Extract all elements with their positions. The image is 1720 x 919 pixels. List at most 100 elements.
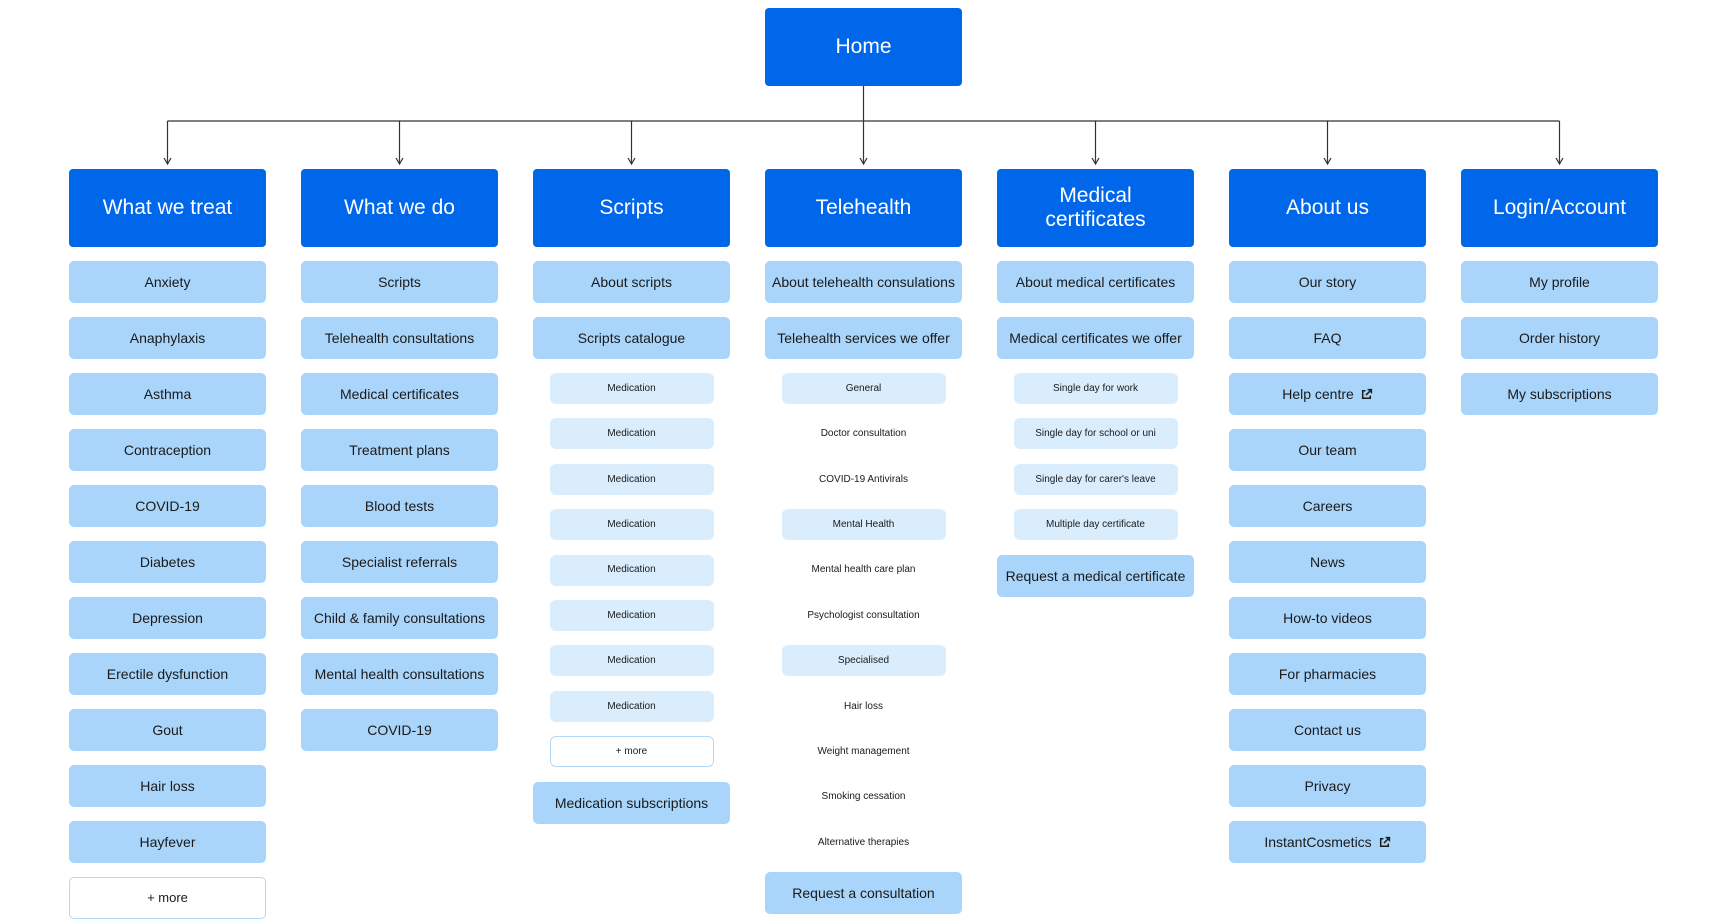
item-label: COVID-19 (135, 497, 200, 514)
sub-item-scripts[interactable]: Medication (549, 645, 714, 677)
sub-item-scripts[interactable]: Medication (549, 509, 714, 541)
nav-item-about-us[interactable]: InstantCosmetics (1229, 821, 1426, 863)
sub-item-scripts[interactable]: + more (549, 736, 714, 768)
nav-item-what-we-do[interactable]: Telehealth consultations (301, 317, 498, 359)
item-label: Medication (607, 518, 656, 530)
nav-item-login-account[interactable]: Order history (1461, 317, 1658, 359)
nav-item-what-we-treat[interactable]: Asthma (69, 373, 266, 415)
external-link-icon (1361, 388, 1372, 399)
sub-item-telehealth[interactable]: Hair loss (782, 691, 946, 722)
item-label: General (845, 382, 882, 394)
item-label: Request a consultation (792, 885, 935, 902)
nav-item-scripts[interactable]: About scripts (533, 261, 730, 303)
item-label: News (1309, 553, 1345, 570)
nav-item-what-we-treat[interactable]: Hair loss (69, 765, 266, 807)
nav-item-what-we-treat[interactable]: Depression (69, 597, 266, 639)
sub-item-medical-certificates[interactable]: Single day for work (1013, 373, 1178, 404)
section-header-about-us[interactable]: About us (1229, 169, 1426, 247)
sub-item-scripts[interactable]: Medication (549, 600, 714, 631)
section-header-what-we-do[interactable]: What we do (301, 169, 498, 247)
section-header-telehealth[interactable]: Telehealth (765, 169, 962, 247)
sub-item-telehealth[interactable]: Alternative therapies (782, 827, 946, 858)
sub-item-medical-certificates[interactable]: Single day for carer's leave (1013, 463, 1178, 495)
nav-item-telehealth[interactable]: Request a consultation (765, 872, 962, 915)
sub-item-telehealth[interactable]: Mental Health (781, 509, 946, 541)
nav-item-medical-certificates[interactable]: Request a medical certificate (997, 554, 1194, 597)
nav-item-about-us[interactable]: Careers (1229, 485, 1426, 527)
item-label: Our story (1298, 273, 1357, 290)
item-label: Order history (1519, 329, 1600, 346)
nav-item-what-we-do[interactable]: Treatment plans (301, 429, 498, 471)
section-header-medical-certificates[interactable]: Medical certificates (997, 169, 1194, 247)
nav-item-about-us[interactable]: FAQ (1229, 317, 1426, 359)
sub-item-telehealth[interactable]: COVID-19 Antivirals (782, 464, 946, 495)
item-label: Doctor consultation (820, 428, 907, 440)
root-node-home[interactable]: Home (765, 8, 962, 86)
nav-item-about-us[interactable]: Privacy (1229, 765, 1426, 807)
nav-item-about-us[interactable]: Contact us (1229, 709, 1426, 751)
nav-item-what-we-treat[interactable]: Gout (69, 709, 266, 751)
sub-item-telehealth[interactable]: Specialised (781, 645, 946, 677)
nav-item-about-us[interactable]: For pharmacies (1229, 653, 1426, 695)
item-label: Hair loss (140, 777, 195, 794)
nav-item-medical-certificates[interactable]: About medical certificates (997, 261, 1194, 303)
item-label: Medication (607, 564, 656, 576)
item-label: Smoking cessation (821, 791, 906, 803)
nav-item-about-us[interactable]: News (1229, 541, 1426, 583)
sub-item-scripts[interactable]: Medication (549, 463, 714, 495)
nav-item-about-us[interactable]: How-to videos (1229, 597, 1426, 639)
sub-item-medical-certificates[interactable]: Multiple day certificate (1013, 509, 1178, 541)
nav-item-what-we-treat[interactable]: Diabetes (69, 541, 266, 583)
sub-item-telehealth[interactable]: Doctor consultation (782, 418, 946, 449)
sub-item-telehealth[interactable]: Psychologist consultation (782, 600, 946, 631)
nav-item-about-us[interactable]: Our team (1229, 429, 1426, 471)
item-label: Psychologist consultation (807, 609, 920, 621)
nav-item-about-us[interactable]: Our story (1229, 261, 1426, 303)
nav-item-what-we-do[interactable]: Scripts (301, 261, 498, 303)
external-link-icon (1379, 836, 1390, 847)
nav-item-what-we-treat[interactable]: Erectile dysfunction (69, 653, 266, 695)
sub-item-medical-certificates[interactable]: Single day for school or uni (1013, 418, 1178, 450)
section-header-what-we-treat[interactable]: What we treat (69, 169, 266, 247)
sub-item-scripts[interactable]: Medication (549, 554, 714, 586)
item-label: About medical certificates (1015, 273, 1176, 290)
sub-item-scripts[interactable]: Medication (549, 373, 714, 404)
item-label: InstantCosmetics (1264, 833, 1372, 850)
sub-item-telehealth[interactable]: Weight management (782, 736, 946, 767)
nav-item-what-we-do[interactable]: Child & family consultations (301, 597, 498, 639)
sub-item-scripts[interactable]: Medication (549, 690, 714, 722)
sub-item-telehealth[interactable]: Mental health care plan (782, 555, 946, 586)
item-label: Gout (152, 721, 183, 738)
nav-item-medical-certificates[interactable]: Medical certificates we offer (997, 317, 1194, 359)
item-label: Anaphylaxis (129, 329, 206, 346)
sub-item-telehealth[interactable]: General (781, 373, 946, 404)
nav-item-what-we-do[interactable]: Mental health consultations (301, 653, 498, 695)
nav-item-what-we-do[interactable]: Blood tests (301, 485, 498, 527)
sub-item-scripts[interactable]: Medication (549, 418, 714, 450)
nav-item-what-we-do[interactable]: COVID-19 (301, 709, 498, 751)
nav-item-what-we-treat[interactable]: Anaphylaxis (69, 317, 266, 359)
nav-item-what-we-do[interactable]: Medical certificates (301, 373, 498, 415)
section-header-scripts[interactable]: Scripts (533, 169, 730, 247)
nav-item-scripts[interactable]: Medication subscriptions (533, 781, 730, 824)
nav-item-what-we-treat[interactable]: Hayfever (69, 821, 266, 863)
section-header-login-account[interactable]: Login/Account (1461, 169, 1658, 247)
nav-item-what-we-treat[interactable]: Contraception (69, 429, 266, 471)
nav-item-about-us[interactable]: Help centre (1229, 373, 1426, 415)
item-label: Depression (132, 609, 203, 626)
nav-item-what-we-treat[interactable]: Anxiety (69, 261, 266, 303)
sub-item-telehealth[interactable]: Smoking cessation (782, 782, 946, 813)
nav-item-what-we-treat[interactable]: COVID-19 (69, 485, 266, 527)
arrowhead-what-we-do (395, 157, 404, 166)
nav-item-login-account[interactable]: My subscriptions (1461, 373, 1658, 415)
nav-item-scripts[interactable]: Scripts catalogue (533, 317, 730, 359)
nav-item-what-we-treat[interactable]: + more (69, 877, 266, 919)
nav-item-login-account[interactable]: My profile (1461, 261, 1658, 303)
arrowhead-what-we-treat (163, 157, 172, 166)
nav-item-telehealth[interactable]: About telehealth consulations (765, 261, 962, 303)
item-label: Specialist referrals (341, 553, 458, 570)
arrowhead-about-us (1323, 157, 1332, 166)
nav-item-telehealth[interactable]: Telehealth services we offer (765, 317, 962, 359)
item-label: Weight management (817, 745, 910, 757)
nav-item-what-we-do[interactable]: Specialist referrals (301, 541, 498, 583)
